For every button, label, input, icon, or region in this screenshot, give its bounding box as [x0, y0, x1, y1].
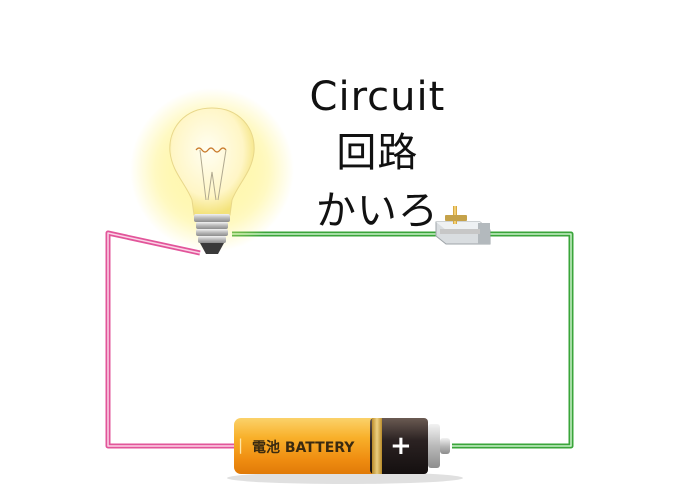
bulb-base — [194, 214, 230, 254]
battery-body — [234, 418, 384, 474]
aa-battery: | 電池 BATTERY + — [227, 418, 463, 484]
battery-terminal — [428, 424, 440, 468]
title-english: Circuit — [309, 74, 446, 120]
battery-cap — [370, 418, 428, 474]
negative-wire — [105, 230, 238, 449]
title-kana: かいろ — [315, 188, 439, 234]
knife-switch — [435, 206, 491, 245]
page-title: Circuit 回路 かいろ — [0, 28, 700, 282]
light-bulb — [130, 88, 294, 254]
positive-wire — [232, 231, 574, 449]
battery-plus: + — [390, 431, 412, 461]
battery-label: 電池 BATTERY — [252, 439, 355, 456]
title-kanji: 回路 — [336, 130, 419, 176]
filament — [195, 147, 227, 201]
battery-minus: | — [238, 436, 243, 454]
